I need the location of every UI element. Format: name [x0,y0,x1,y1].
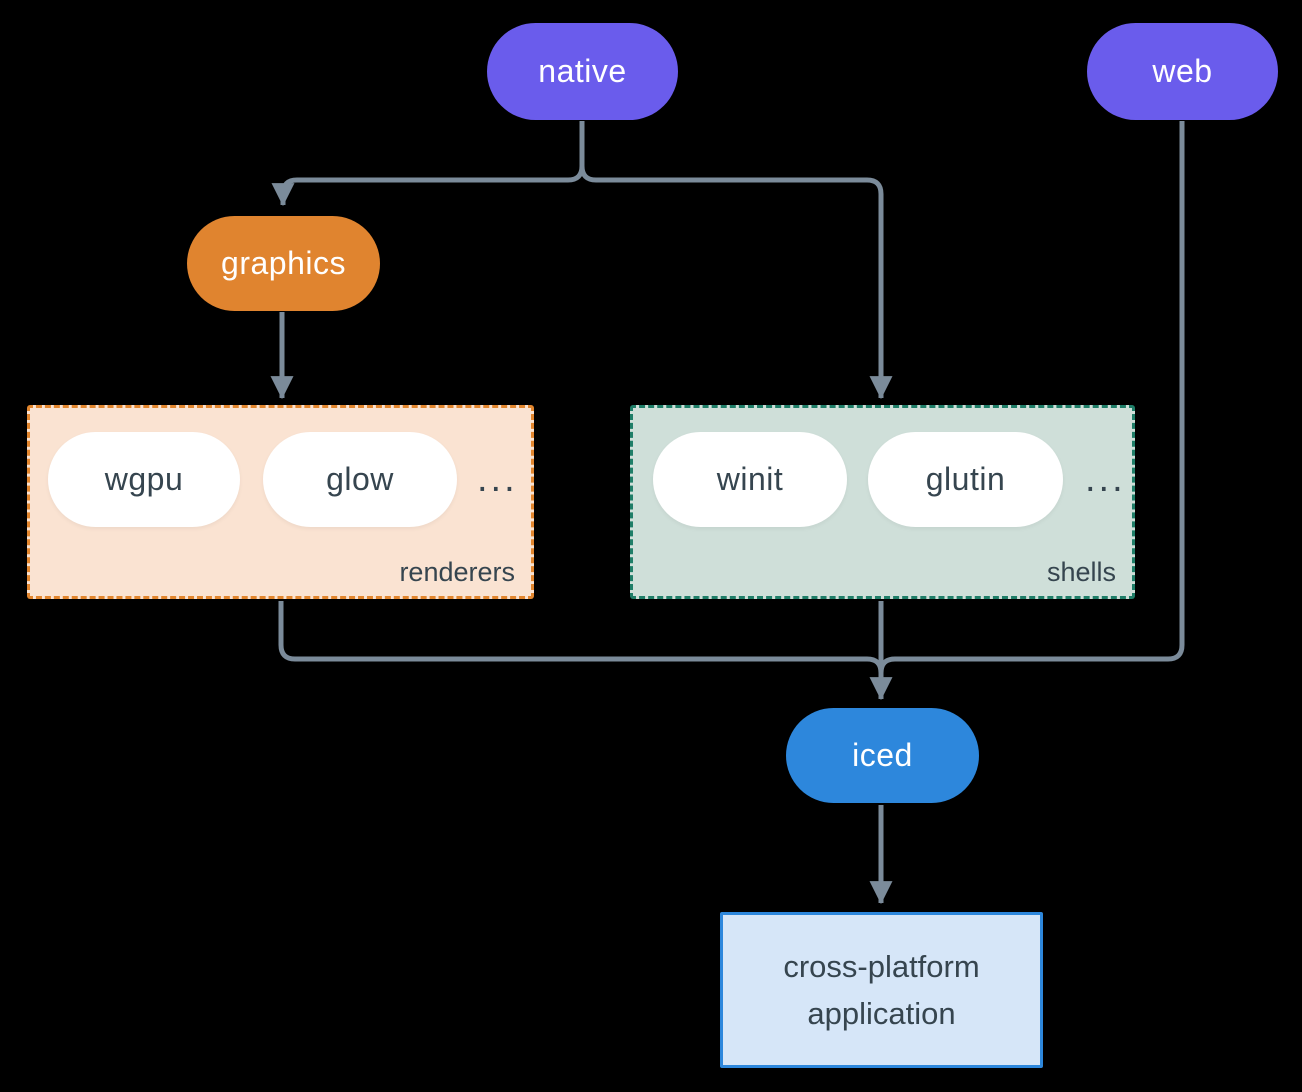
node-web-label: web [1152,53,1213,89]
pill-winit-label: winit [716,461,784,497]
node-graphics: graphics [187,216,380,311]
shells-label: shells [1046,557,1116,587]
edge-native-graphics [271,121,585,207]
pill-glutin-label: glutin [925,461,1006,497]
renderers-label: renderers [399,557,515,587]
pill-glow: glow [263,432,457,527]
edge-renderers-iced [278,601,884,674]
pill-glow-label: glow [326,461,394,497]
group-renderers: wgpu glow ... renderers [27,405,534,599]
pill-wgpu: wgpu [48,432,240,527]
node-application-label: cross-platform application [783,949,980,1031]
node-application: cross-platform application [720,912,1043,1068]
pill-wgpu-label: wgpu [104,461,184,497]
group-shells: winit glutin ... shells [630,405,1135,599]
node-native: native [487,23,678,120]
node-iced: iced [786,708,979,803]
pill-glutin: glutin [868,432,1063,527]
node-native-label: native [538,53,627,89]
pill-winit: winit [653,432,847,527]
shells-ellipsis: ... [1085,458,1126,500]
node-iced-label: iced [852,737,913,773]
edge-native-shells [579,121,893,400]
node-graphics-label: graphics [221,245,346,281]
renderers-ellipsis: ... [477,458,518,500]
node-web: web [1087,23,1278,120]
